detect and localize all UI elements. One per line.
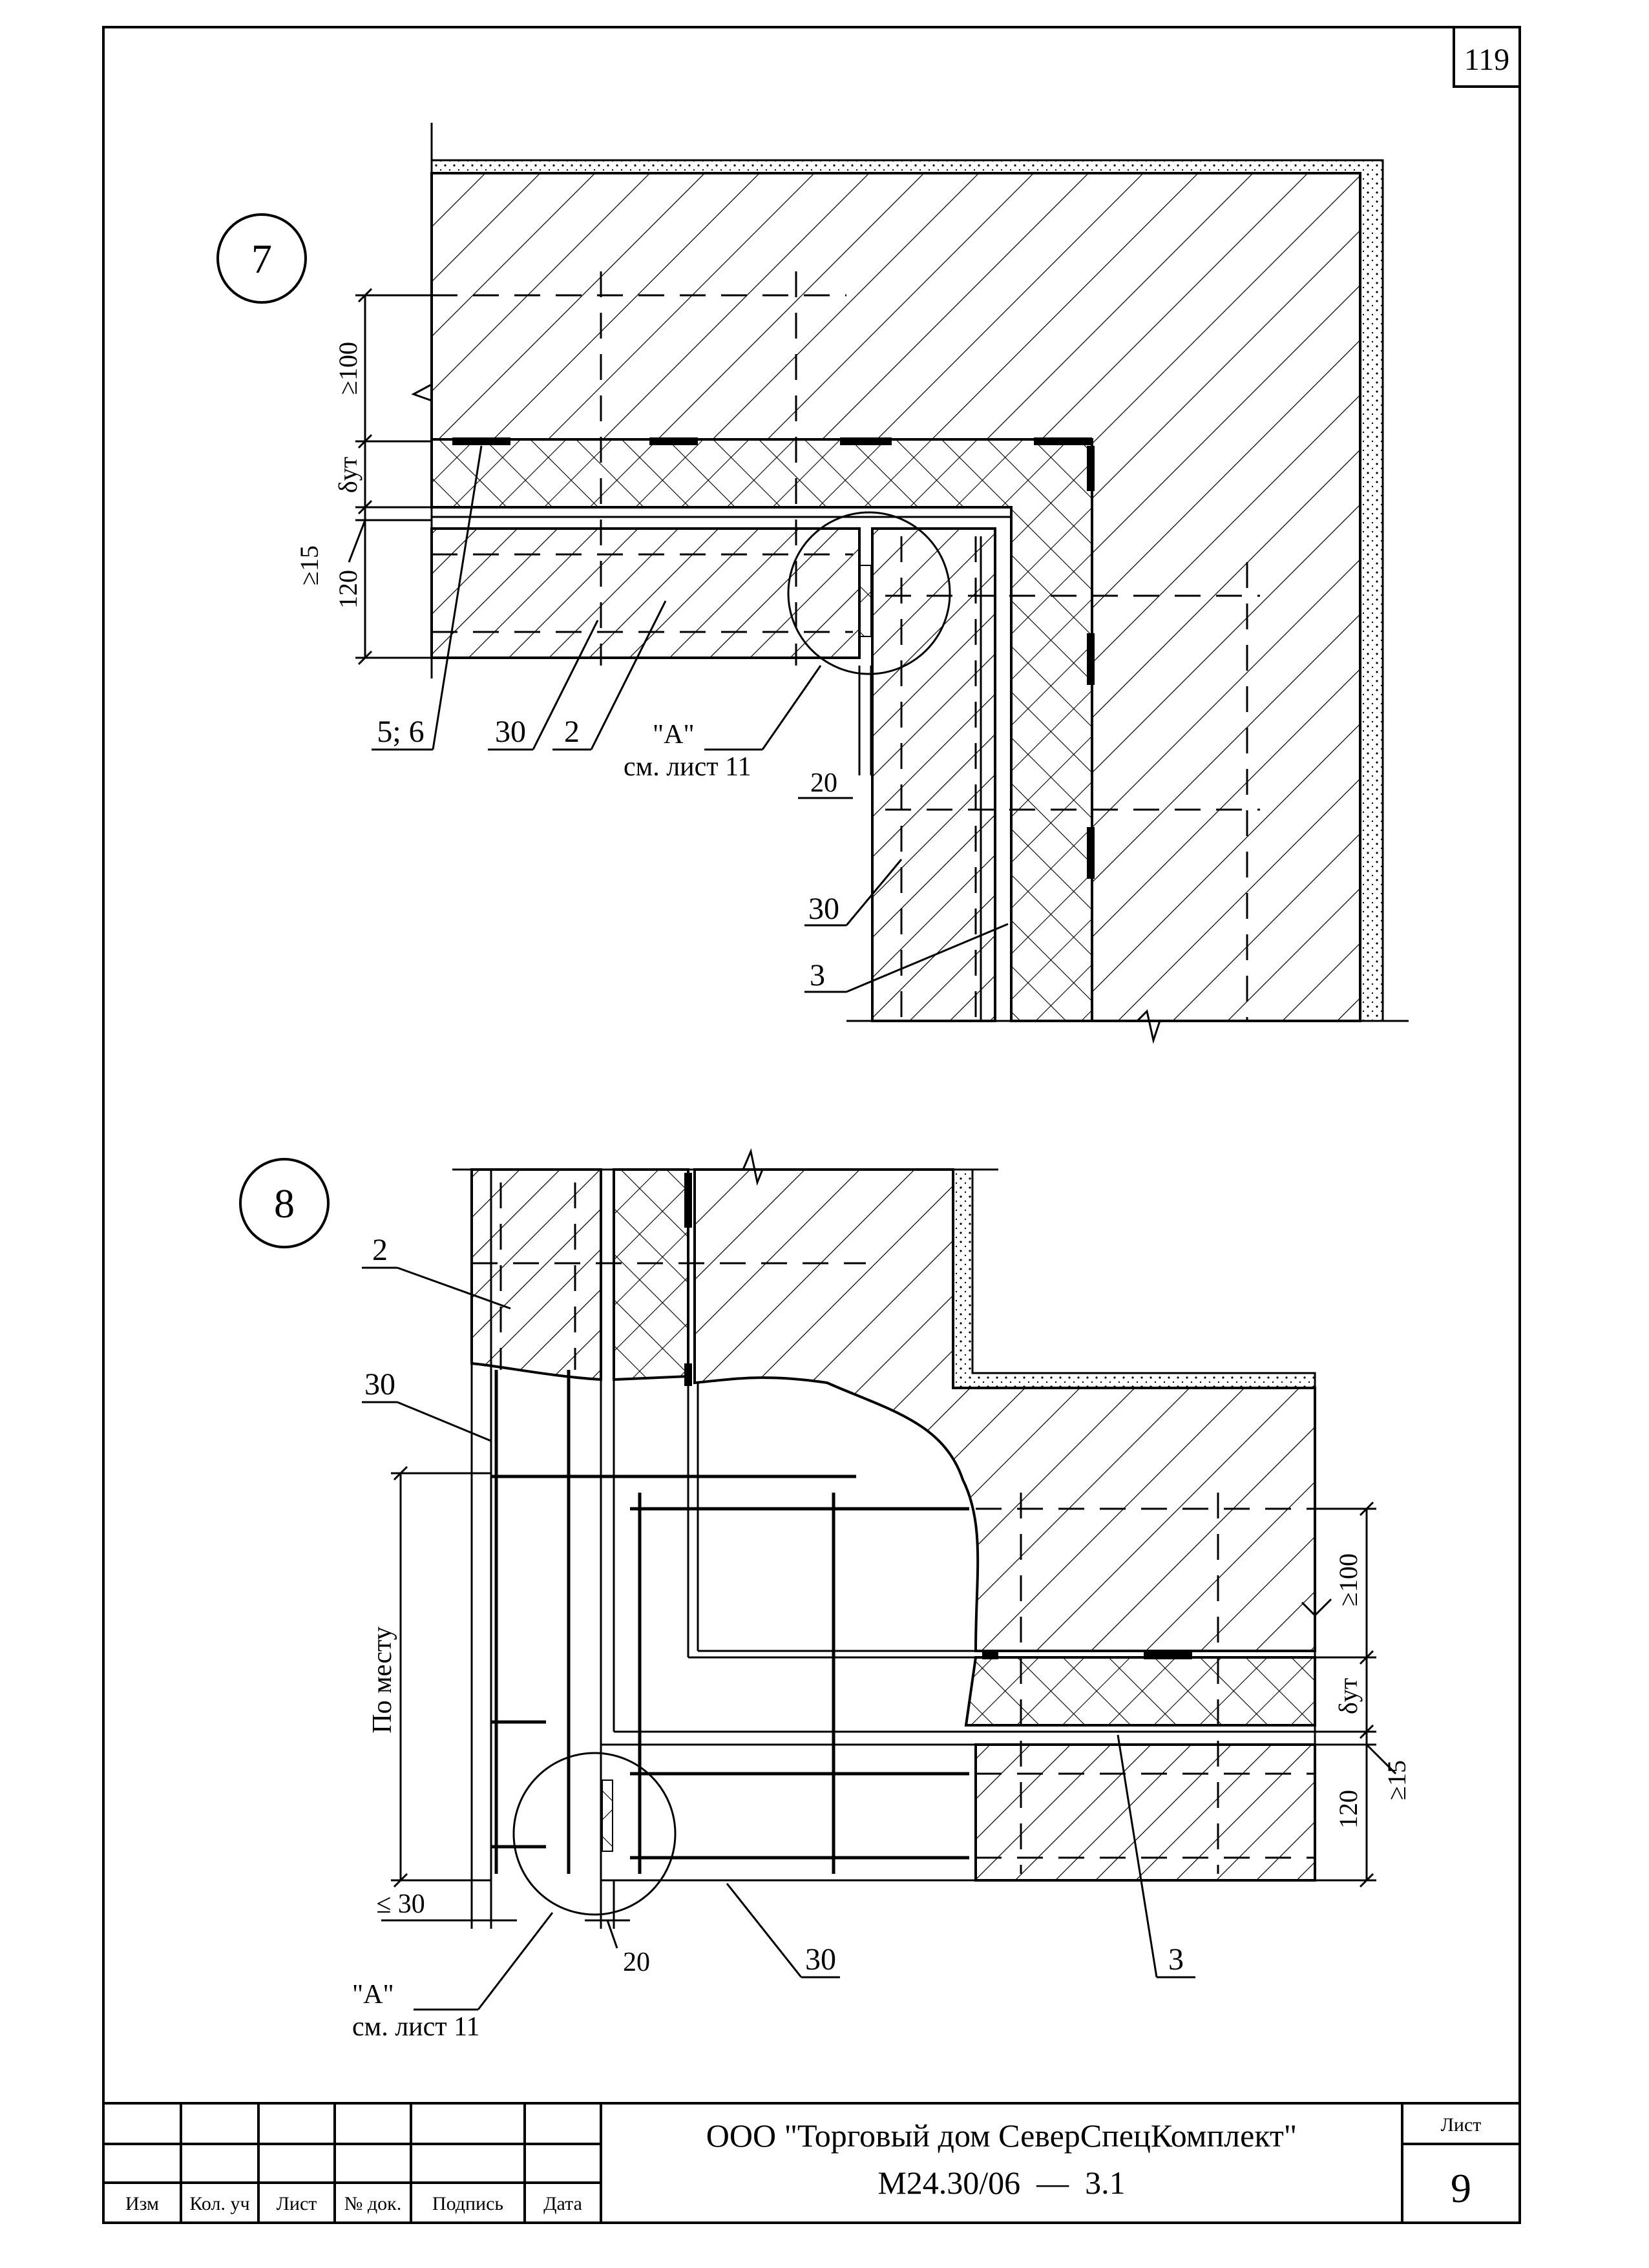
callout-30-8b: 30 bbox=[805, 1942, 836, 1977]
dim-le-30: ≤ 30 bbox=[376, 1889, 425, 1919]
detail-a-circle bbox=[787, 511, 951, 675]
leaders bbox=[372, 445, 1009, 993]
callout-2: 2 bbox=[564, 715, 580, 749]
insulation-vertical-8 bbox=[613, 1168, 689, 1381]
dim-15-8: ≥15 bbox=[1382, 1760, 1411, 1800]
plaster-layer-8 bbox=[952, 1168, 1316, 1389]
callout-3-8: 3 bbox=[1168, 1942, 1184, 1977]
sheet-number: 9 bbox=[1451, 2165, 1471, 2211]
concrete-wall-8 bbox=[693, 1168, 1316, 1652]
doc-code: М24.30/06 — 3.1 bbox=[877, 2165, 1125, 2201]
company-name: ООО "Торговый дом СеверСпецКомплект" bbox=[706, 2117, 1297, 2154]
ref-a-8: "А" bbox=[352, 1980, 394, 2010]
stamp-kol: Кол. уч bbox=[189, 2193, 249, 2214]
corner-number-box bbox=[1453, 26, 1521, 88]
dim-20-8: 20 bbox=[623, 1948, 650, 1977]
ties-8 bbox=[684, 1173, 1192, 1659]
dim-delta: δут bbox=[333, 457, 362, 493]
dim-20: 20 bbox=[810, 768, 837, 798]
rebar-solid bbox=[491, 1370, 969, 1874]
detail-a-circle-8 bbox=[512, 1752, 677, 1916]
callout-30-8a: 30 bbox=[364, 1367, 395, 1402]
callout-5-6: 5; 6 bbox=[377, 715, 424, 749]
rebar-dashed-8 bbox=[472, 1182, 1315, 1874]
sheet-border bbox=[102, 26, 1521, 2224]
stamp-list: Лист bbox=[277, 2193, 317, 2214]
stamp-sign: Подпись bbox=[432, 2193, 503, 2214]
ref-a: "А" bbox=[653, 720, 695, 750]
title-block bbox=[103, 2102, 1520, 2223]
dim-120: 120 bbox=[333, 570, 362, 609]
dim-chain-left bbox=[348, 288, 432, 666]
ties bbox=[452, 437, 1095, 879]
detail-8-number: 8 bbox=[274, 1181, 295, 1226]
dim-100: ≥100 bbox=[333, 342, 362, 395]
callout-2-8: 2 bbox=[372, 1233, 388, 1267]
callout-3: 3 bbox=[810, 958, 825, 992]
break-mark-top bbox=[742, 1148, 764, 1186]
gap-sealant-8 bbox=[602, 1780, 613, 1852]
detail-8-marker bbox=[239, 1158, 330, 1248]
break-line-left bbox=[411, 123, 433, 678]
sheet-label: Лист bbox=[1441, 2114, 1482, 2136]
rebar-dashed bbox=[432, 271, 1260, 1021]
dim-po-mestu: По месту bbox=[368, 1626, 397, 1734]
dim-15: ≥15 bbox=[295, 545, 324, 585]
dim-120-8: 120 bbox=[1334, 1790, 1363, 1829]
membrane-line bbox=[432, 516, 1013, 1021]
detail-7: 7 bbox=[216, 123, 1409, 1044]
callout-30-b: 30 bbox=[808, 892, 839, 926]
ref-sheet: см. лист 11 bbox=[624, 752, 751, 782]
stamp-izm: Изм bbox=[125, 2193, 159, 2214]
inner-wall-horizontal bbox=[430, 527, 861, 659]
stamp-date: Дата bbox=[543, 2193, 582, 2214]
detail-7-number: 7 bbox=[251, 236, 272, 282]
dim-delta-8: δут bbox=[1334, 1678, 1363, 1714]
corner-number: 119 bbox=[1464, 43, 1509, 77]
detail-8: 8 bbox=[239, 1148, 1411, 2042]
stamp-doc: № док. bbox=[344, 2193, 401, 2214]
inner-wall-horizontal-8 bbox=[974, 1743, 1316, 1882]
detail-7-marker bbox=[216, 213, 307, 304]
callout-30-a: 30 bbox=[495, 715, 526, 749]
inner-wall-vertical-8 bbox=[470, 1168, 602, 1381]
ref-sheet-8: см. лист 11 bbox=[352, 2012, 480, 2042]
break-line-bottom bbox=[846, 1009, 1409, 1044]
dim-100-8: ≥100 bbox=[1334, 1553, 1363, 1606]
gap-sealant bbox=[859, 565, 872, 637]
insulation-horizontal-8 bbox=[964, 1656, 1316, 1727]
